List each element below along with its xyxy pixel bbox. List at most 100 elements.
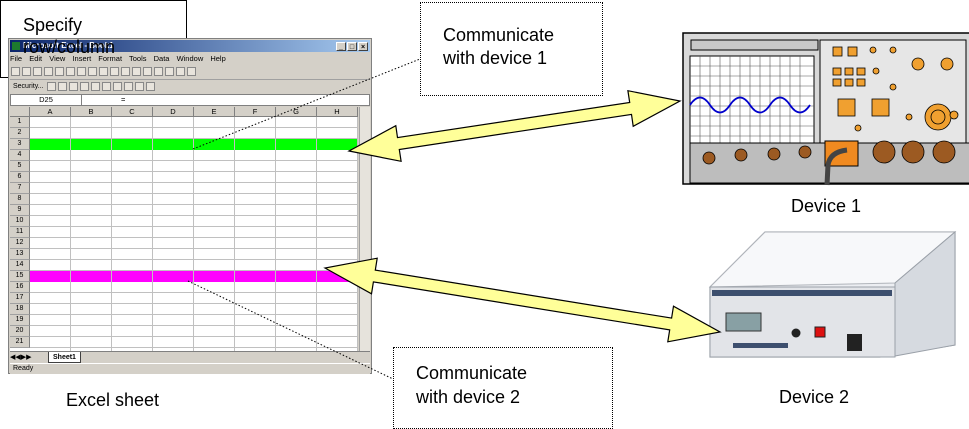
row-header-9[interactable]: 9 [10, 205, 30, 216]
menu-window[interactable]: Window [176, 54, 204, 63]
row-gridline [30, 127, 358, 128]
menu-format[interactable]: Format [98, 54, 123, 63]
minimize-button[interactable]: _ [336, 42, 346, 51]
column-header-B[interactable]: B [71, 107, 112, 117]
row-gridline [30, 193, 358, 194]
tool-icon-e[interactable] [90, 82, 100, 91]
autosum-icon[interactable] [143, 67, 152, 76]
row-header-11[interactable]: 11 [10, 227, 30, 238]
preview-icon[interactable] [55, 67, 64, 76]
row-header-15[interactable]: 15 [10, 271, 30, 282]
row-gridline [30, 237, 358, 238]
hyperlink-icon[interactable] [132, 67, 141, 76]
leader-lines [187, 58, 421, 380]
column-gridline [234, 117, 235, 351]
tab-scroll-arrows[interactable]: ◀◀▶▶ [10, 354, 32, 361]
cut-icon[interactable] [77, 67, 86, 76]
help-icon[interactable] [187, 67, 196, 76]
chart-icon[interactable] [176, 67, 185, 76]
name-box[interactable]: D25 [11, 95, 82, 105]
highlighted-row-15[interactable] [30, 271, 358, 282]
security-button[interactable]: Security... [13, 83, 44, 90]
row-header-21[interactable]: 21 [10, 337, 30, 348]
menu-file[interactable]: File [10, 54, 23, 63]
column-header-C[interactable]: C [112, 107, 153, 117]
column-header-E[interactable]: E [194, 107, 235, 117]
row-gridline [30, 171, 358, 172]
device1-caption: Device 1 [791, 196, 862, 216]
row-header-10[interactable]: 10 [10, 216, 30, 227]
close-button[interactable]: × [358, 42, 368, 51]
row-gridline [30, 160, 358, 161]
row-header-2[interactable]: 2 [10, 128, 30, 139]
tool-icon-d[interactable] [79, 82, 89, 91]
excel-sheet-caption: Excel sheet [66, 390, 160, 410]
tool-icon-f[interactable] [101, 82, 111, 91]
row-header-18[interactable]: 18 [10, 304, 30, 315]
copy-icon[interactable] [88, 67, 97, 76]
menu-view[interactable]: View [49, 54, 66, 63]
menu-edit[interactable]: Edit [29, 54, 43, 63]
comm1-line2: with device 1 [443, 48, 548, 68]
new-icon[interactable] [11, 67, 20, 76]
menu-tools[interactable]: Tools [129, 54, 147, 63]
maximize-button[interactable]: □ [347, 42, 357, 51]
status-text: Ready [13, 365, 34, 372]
menu-data[interactable]: Data [153, 54, 170, 63]
row-header-19[interactable]: 19 [10, 315, 30, 326]
tool-icon-b[interactable] [57, 82, 67, 91]
open-icon[interactable] [22, 67, 31, 76]
column-header-D[interactable]: D [153, 107, 194, 117]
select-all-corner[interactable] [10, 107, 30, 117]
tool-icon-c[interactable] [68, 82, 78, 91]
row-header-16[interactable]: 16 [10, 282, 30, 293]
column-header-G[interactable]: G [276, 107, 317, 117]
comm1-box: Communicate with device 1 [420, 2, 603, 96]
highlighted-row-3[interactable] [30, 139, 358, 150]
save-icon[interactable] [33, 67, 42, 76]
device2-caption: Device 2 [779, 387, 850, 407]
menu-help[interactable]: Help [210, 54, 226, 63]
row-header-14[interactable]: 14 [10, 260, 30, 271]
function-icon[interactable] [154, 67, 163, 76]
formula-equals: = [121, 95, 126, 104]
row-header-1[interactable]: 1 [10, 117, 30, 128]
print-icon[interactable] [44, 67, 53, 76]
row-header-6[interactable]: 6 [10, 172, 30, 183]
sort-icon[interactable] [165, 67, 174, 76]
vertical-scrollbar[interactable] [359, 107, 370, 351]
row-header-4[interactable]: 4 [10, 150, 30, 161]
row-gridline [30, 270, 358, 271]
menu-insert[interactable]: Insert [72, 54, 92, 63]
tool-icon-i[interactable] [134, 82, 144, 91]
column-header-A[interactable]: A [30, 107, 71, 117]
excel-window: Microsoft Excel - Book1 _□× File Edit Vi… [8, 38, 372, 374]
format-painter-icon[interactable] [110, 67, 119, 76]
tool-icon-h[interactable] [123, 82, 133, 91]
row-header-7[interactable]: 7 [10, 183, 30, 194]
column-header-H[interactable]: H [317, 107, 358, 117]
undo-icon[interactable] [121, 67, 130, 76]
tool-icon-a[interactable] [46, 82, 56, 91]
sheet-tab-sheet1[interactable]: Sheet1 [48, 352, 81, 363]
tool-icon-g[interactable] [112, 82, 122, 91]
column-gridline [357, 117, 358, 351]
menu-bar: File Edit View Insert Format Tools Data … [10, 53, 370, 64]
row-header-5[interactable]: 5 [10, 161, 30, 172]
column-gridline [152, 117, 153, 351]
tool-icon-j[interactable] [145, 82, 155, 91]
row-header-12[interactable]: 12 [10, 238, 30, 249]
row-header-17[interactable]: 17 [10, 293, 30, 304]
column-header-F[interactable]: F [235, 107, 276, 117]
sheet-tab-bar: ◀◀▶▶ Sheet1 [10, 351, 370, 363]
column-gridline [275, 117, 276, 351]
row-header-13[interactable]: 13 [10, 249, 30, 260]
column-gridline [70, 117, 71, 351]
row-header-8[interactable]: 8 [10, 194, 30, 205]
spell-icon[interactable] [66, 67, 75, 76]
paste-icon[interactable] [99, 67, 108, 76]
row-header-3[interactable]: 3 [10, 139, 30, 150]
row-header-20[interactable]: 20 [10, 326, 30, 337]
row-gridline [30, 248, 358, 249]
